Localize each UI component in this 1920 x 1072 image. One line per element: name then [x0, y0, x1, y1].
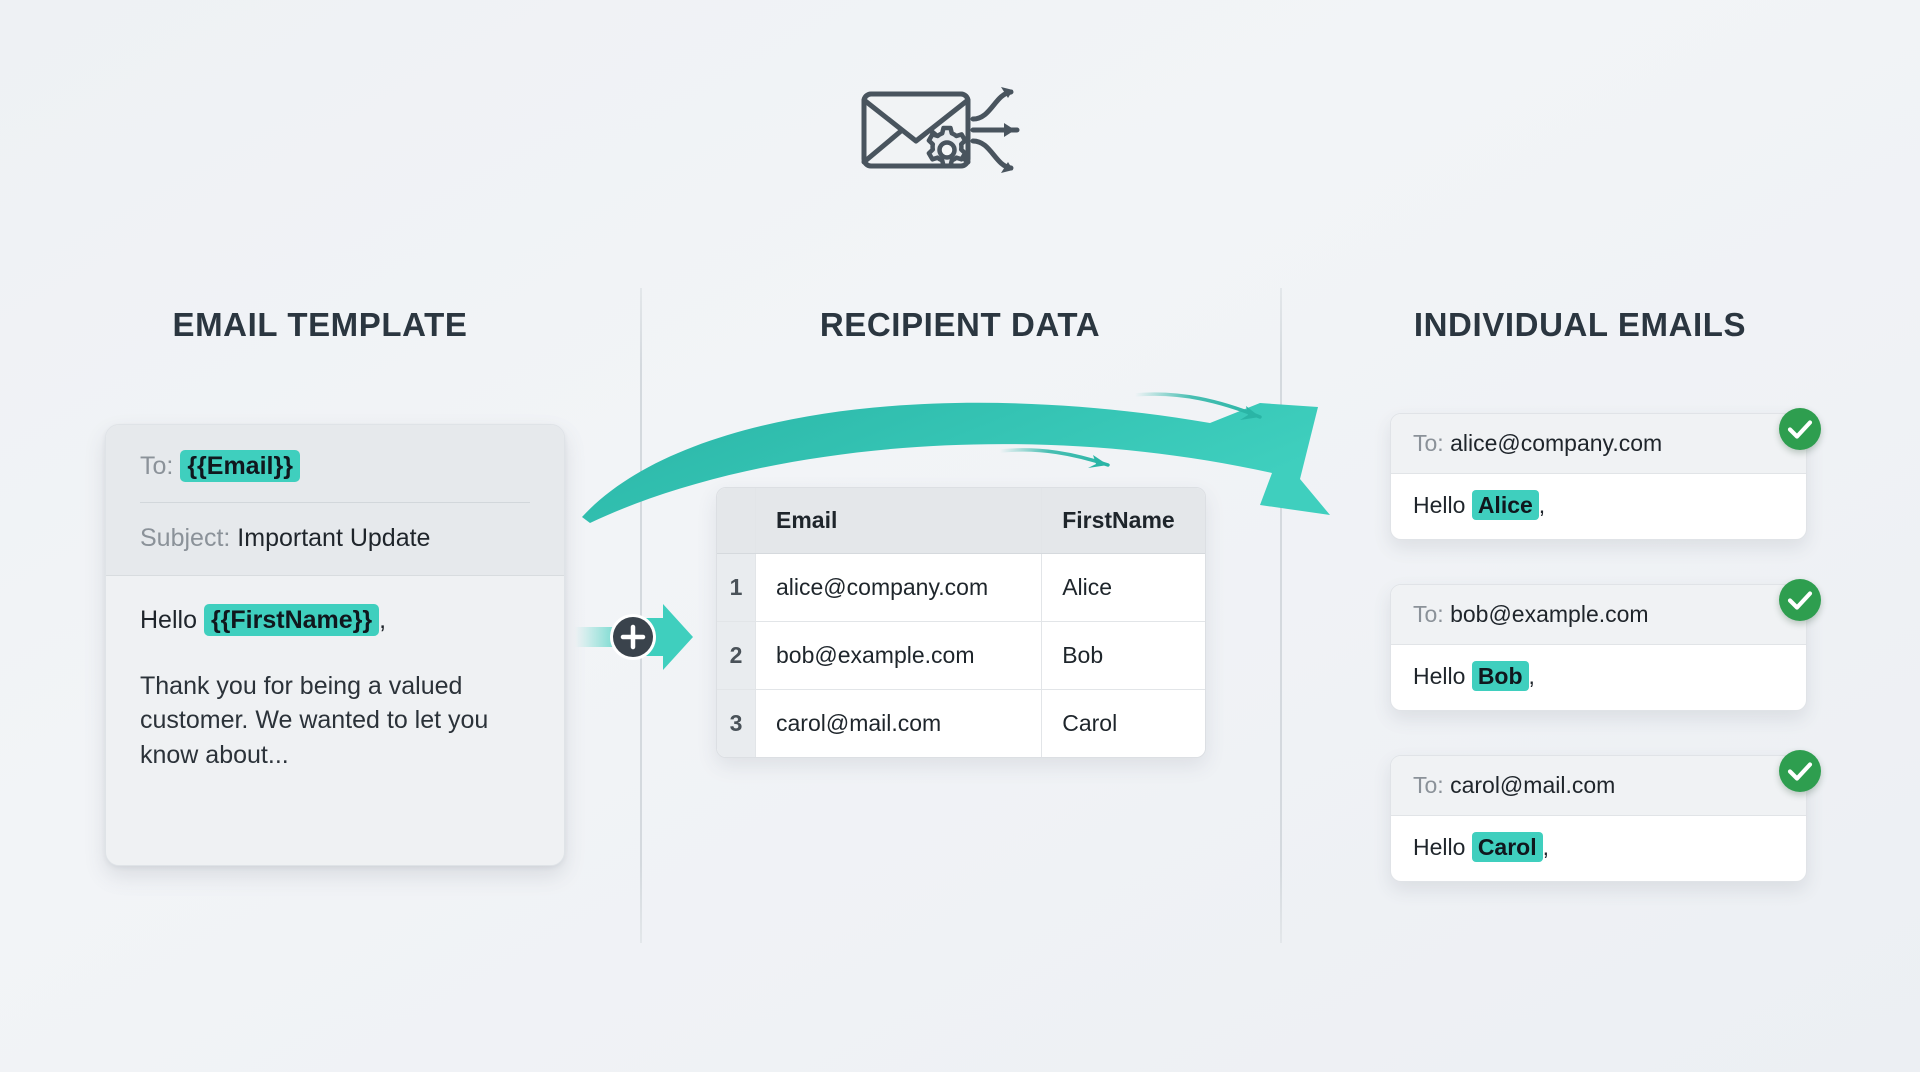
- email-greeting-prefix: Hello: [1413, 663, 1466, 689]
- email-greeting-prefix: Hello: [1413, 834, 1466, 860]
- arrow-right-icon: [643, 604, 693, 670]
- email-to-value: bob@example.com: [1450, 601, 1649, 627]
- curved-merge-arrow-icon: [560, 355, 1400, 535]
- column-title-recipient-data: RECIPIENT DATA: [819, 306, 1101, 343]
- recipient-data-table[interactable]: Email FirstName 1 alice@company.com Alic…: [716, 487, 1206, 758]
- individual-email-card[interactable]: To: bob@example.com Hello Bob,: [1390, 584, 1807, 711]
- template-subject-label: Subject:: [140, 524, 231, 553]
- email-to-label: To:: [1413, 772, 1444, 798]
- envelope-gear-split-icon: [855, 78, 1045, 188]
- column-title-individual-emails: INDIVIDUAL EMAILS: [1413, 306, 1747, 343]
- cell-email: carol@mail.com: [755, 689, 1043, 757]
- email-to-value: carol@mail.com: [1450, 772, 1616, 798]
- template-greeting-line: Hello {{FirstName}},: [140, 603, 530, 636]
- template-subject-value: Important Update: [237, 524, 431, 553]
- cell-firstname: Carol: [1041, 689, 1205, 757]
- row-number: 2: [717, 621, 756, 690]
- table-header-row: Email FirstName: [717, 488, 1205, 554]
- email-to-row: To: carol@mail.com: [1391, 756, 1806, 816]
- email-greeting-row: Hello Carol,: [1391, 816, 1806, 881]
- individual-email-card[interactable]: To: carol@mail.com Hello Carol,: [1390, 755, 1807, 882]
- plus-icon: [620, 624, 646, 650]
- cell-email: bob@example.com: [755, 621, 1043, 690]
- merge-connector: [575, 592, 705, 682]
- column-header-rownum: [717, 488, 756, 554]
- template-subject-row: Subject: Important Update: [140, 503, 530, 554]
- check-circle-icon: [1779, 408, 1821, 450]
- table-row[interactable]: 2 bob@example.com Bob: [717, 621, 1205, 690]
- column-header-firstname: FirstName: [1041, 488, 1205, 554]
- resolved-name-tag: Alice: [1471, 490, 1539, 520]
- table-row[interactable]: 1 alice@company.com Alice: [717, 553, 1205, 622]
- email-to-label: To:: [1413, 601, 1444, 627]
- email-to-row: To: alice@company.com: [1391, 414, 1806, 474]
- resolved-name-tag: Bob: [1471, 661, 1529, 691]
- template-to-row: To: {{Email}}: [140, 450, 530, 504]
- template-to-label: To:: [140, 452, 174, 480]
- email-template-card[interactable]: To: {{Email}} Subject: Important Update …: [105, 424, 565, 866]
- column-title-email-template: EMAIL TEMPLATE: [172, 306, 468, 343]
- column-header-email: Email: [755, 488, 1043, 554]
- row-number: 3: [717, 689, 756, 757]
- check-circle-icon: [1779, 579, 1821, 621]
- email-greeting-suffix: ,: [1538, 492, 1546, 518]
- email-greeting-suffix: ,: [1528, 663, 1535, 689]
- template-body: Hello {{FirstName}}, Thank you for being…: [106, 575, 564, 772]
- check-circle-icon: [1779, 750, 1821, 792]
- email-greeting-suffix: ,: [1542, 834, 1549, 860]
- table-row[interactable]: 3 carol@mail.com Carol: [717, 689, 1205, 757]
- cell-firstname: Bob: [1041, 621, 1205, 690]
- template-header: To: {{Email}} Subject: Important Update: [106, 425, 564, 576]
- email-greeting-row: Hello Alice,: [1391, 474, 1806, 539]
- resolved-name-tag: Carol: [1471, 832, 1543, 862]
- cell-firstname: Alice: [1041, 553, 1205, 622]
- gear-icon: [926, 125, 968, 168]
- merge-tag-firstname: {{FirstName}}: [203, 603, 380, 636]
- row-number: 1: [717, 553, 756, 622]
- email-to-label: To:: [1413, 430, 1444, 456]
- email-greeting-prefix: Hello: [1413, 492, 1466, 518]
- email-greeting-row: Hello Bob,: [1391, 645, 1806, 710]
- template-body-paragraph: Thank you for being a valued customer. W…: [140, 671, 489, 769]
- email-to-value: alice@company.com: [1450, 430, 1663, 456]
- email-to-row: To: bob@example.com: [1391, 585, 1806, 645]
- cell-email: alice@company.com: [755, 553, 1043, 622]
- divider-right: [1280, 288, 1282, 943]
- template-greeting-suffix: ,: [379, 605, 387, 634]
- merge-tag-email: {{Email}}: [180, 450, 300, 482]
- template-greeting-prefix: Hello: [140, 605, 197, 634]
- individual-email-card[interactable]: To: alice@company.com Hello Alice,: [1390, 413, 1807, 540]
